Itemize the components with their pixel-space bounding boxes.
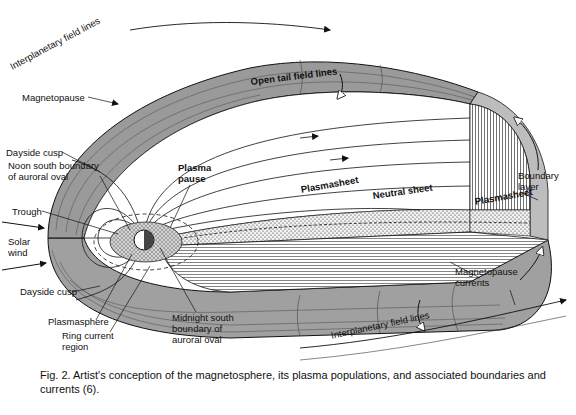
region-label: Ring current region <box>62 330 132 352</box>
leader-lines <box>160 248 196 312</box>
region-label: Dayside cusp <box>20 286 77 297</box>
solar-wind-arrows <box>2 222 44 228</box>
current-arrows <box>515 118 538 170</box>
tail-field-lines <box>147 162 470 230</box>
upper-magnetopause-shell <box>380 65 382 92</box>
leader-lines <box>42 211 118 234</box>
field-line-label: Interplanetary field lines <box>8 15 102 72</box>
earth-night-side <box>144 230 154 250</box>
solar-wind-arrows <box>2 222 46 270</box>
boundary-layer-band <box>470 92 548 240</box>
region-label: Plasmasheet <box>300 174 359 195</box>
leader-lines <box>42 97 538 332</box>
current-label: Magnetopause currents <box>455 266 533 288</box>
tail-field-lines <box>146 140 470 229</box>
plasmasphere-torus <box>110 222 182 262</box>
region-label: Open tail field lines <box>250 65 338 87</box>
figure-caption: Fig. 2. Artist's conception of the magne… <box>40 368 560 396</box>
boundary-label: Midnight south boundary of auroral oval <box>172 312 250 345</box>
tail-field-lines <box>148 208 420 234</box>
interplanetary-field-lines <box>130 23 330 31</box>
region-label: Dayside cusp <box>6 147 63 158</box>
ring-current-ellipse <box>94 214 198 270</box>
leader-lines <box>110 266 150 332</box>
leader-lines <box>100 176 130 230</box>
boundary-label: Plasma pause <box>178 162 214 184</box>
current-arrows <box>520 248 542 280</box>
field-line-label: Interplanetary field lines <box>330 309 430 341</box>
boundary-label: Noon south boundary of auroral oval <box>8 160 106 182</box>
tail-field-lines <box>330 158 348 160</box>
interplanetary-field-lines <box>130 23 566 361</box>
current-arrows <box>338 74 342 98</box>
lower-magnetopause-shell <box>297 295 300 336</box>
region-label: Neutral sheet <box>372 182 433 201</box>
flow-label: Solar wind <box>8 236 40 258</box>
leader-lines <box>96 254 132 320</box>
region-label: Trough <box>12 206 42 217</box>
leader-lines <box>88 97 118 104</box>
tail-field-lines <box>145 118 470 234</box>
solar-wind-arrows <box>2 263 46 270</box>
earth <box>134 230 154 250</box>
tail-field-lines <box>300 136 318 138</box>
current-arrows <box>338 74 542 330</box>
boundary-label: Magnetopause <box>22 92 85 103</box>
leader-lines <box>510 290 515 305</box>
region-label: Boundary layer <box>518 170 570 192</box>
region-label: Plasmasphere <box>48 316 109 327</box>
leader-lines <box>170 185 190 228</box>
equatorial-plane <box>160 232 548 292</box>
